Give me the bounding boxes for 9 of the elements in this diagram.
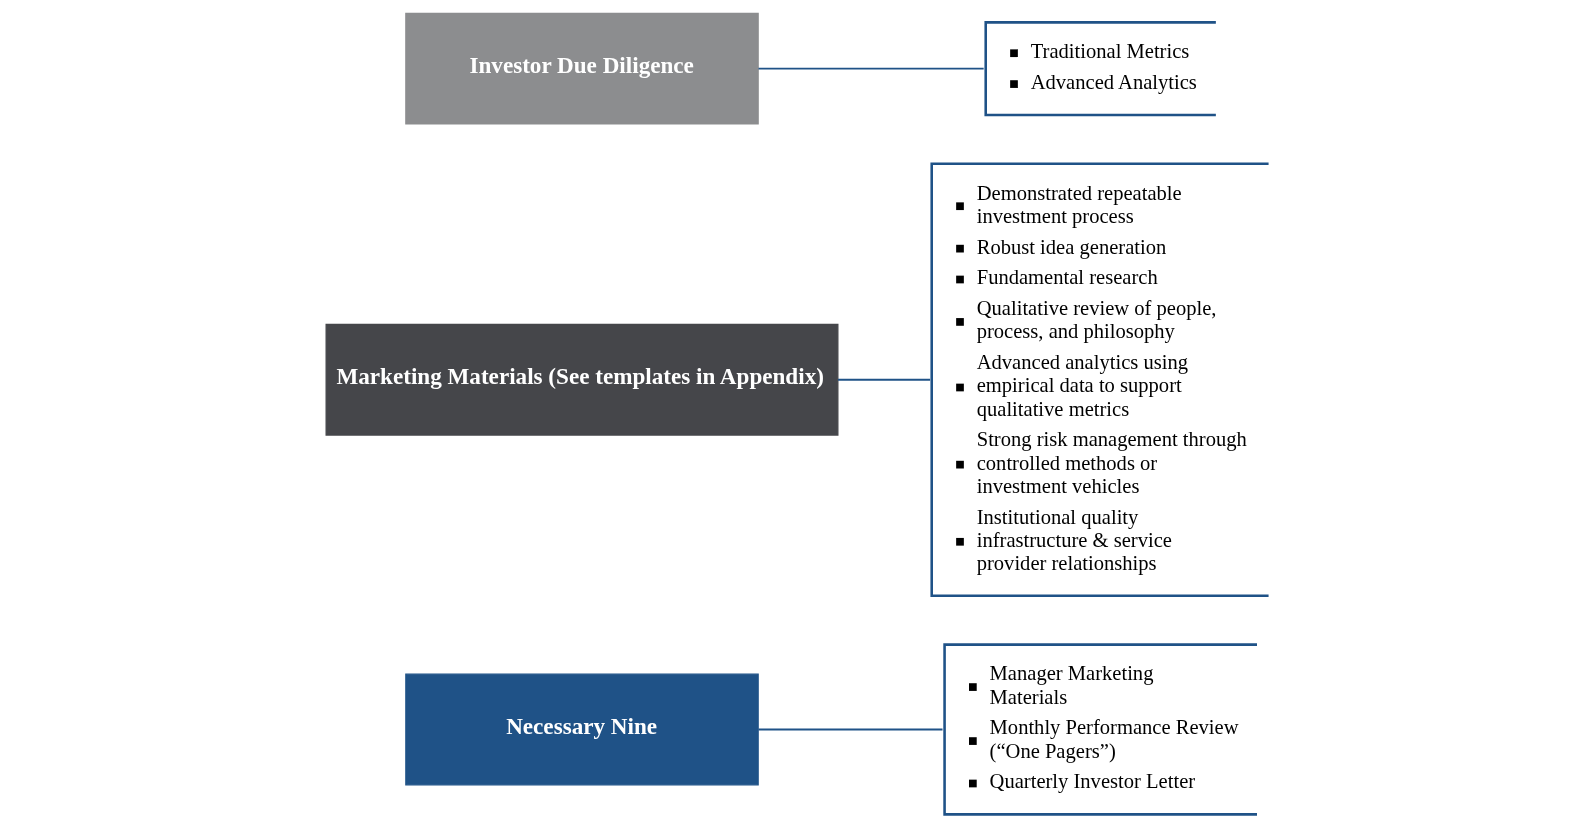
node-text: Traditional Metrics Advanced Analytics <box>1030 40 1197 93</box>
connector <box>836 378 931 381</box>
node-box: Investor Due Diligence <box>404 12 759 125</box>
node-box: Marketing Materials (See templates in Appendix) <box>325 323 838 436</box>
node-text: Demonstrated repeatable investment process Robust idea generation Fundamental research Qualitative review of people, process, and philosophy Advanced analytics using empirical data to support qualitative metrics Strong risk management through controlled methods or investment vehicles Institutional quality infrastructure & service provider relationships <box>976 181 1247 574</box>
connector <box>757 728 943 731</box>
connector <box>757 67 985 70</box>
node-text: Manager Marketing Materials Monthly Performance Review (“One Pagers”) Quarterly Investor Letter <box>989 662 1239 793</box>
node-box: Necessary Nine <box>404 673 759 786</box>
